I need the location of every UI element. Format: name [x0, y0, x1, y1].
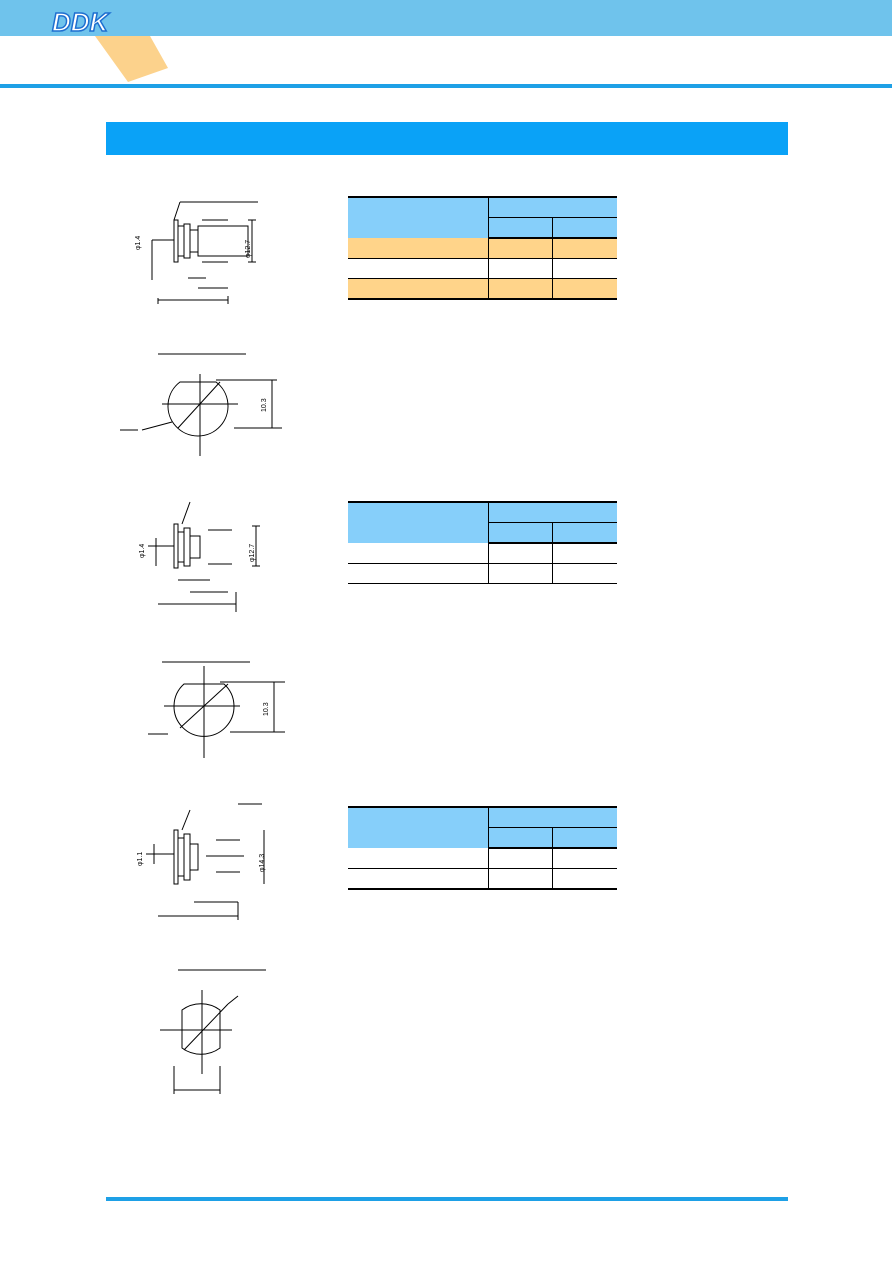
header-band — [0, 0, 892, 36]
logo-wedge — [95, 36, 168, 82]
front-view-drawing-1: 10.3 — [112, 352, 287, 462]
table-header-cell — [487, 196, 617, 218]
front-view-drawing-2: 10.3 — [140, 658, 290, 763]
section-title-bar — [106, 122, 788, 155]
table-row — [348, 868, 617, 890]
spec-table-3 — [348, 806, 617, 890]
dim-label: φ14.3 — [259, 854, 266, 872]
table-row — [348, 258, 617, 279]
table-header-cell — [348, 806, 488, 848]
table-header-cell — [551, 522, 617, 544]
dim-label: 10.3 — [261, 398, 268, 412]
front-view-drawing-3 — [156, 966, 271, 1096]
table-row — [348, 543, 617, 564]
table-header-cell — [348, 501, 488, 543]
side-view-drawing-1: φ1.4 φ12.7 — [128, 190, 268, 310]
table-header-cell — [348, 196, 488, 238]
dim-label: φ12.7 — [245, 240, 252, 258]
table-header-cell — [487, 217, 552, 239]
table-header-cell — [487, 522, 552, 544]
table-header-cell — [551, 217, 617, 239]
table-row — [348, 563, 617, 584]
table-header-cell — [551, 827, 617, 849]
table-row — [348, 238, 617, 259]
header-divider — [0, 84, 892, 88]
table-row — [348, 848, 617, 869]
dim-label: φ1.4 — [135, 236, 142, 250]
table-header-cell — [487, 806, 617, 828]
table-header-cell — [487, 501, 617, 523]
side-view-drawing-3: φ1.1 φ14.3 — [128, 800, 268, 925]
dim-label: φ1.1 — [137, 852, 144, 866]
spec-table-2 — [348, 501, 617, 584]
spec-table-1 — [348, 196, 617, 300]
logo-text: DDK — [52, 7, 111, 36]
table-header-cell — [487, 827, 552, 849]
side-view-drawing-2: φ1.4 φ12.7 — [128, 496, 268, 616]
dim-label: φ1.4 — [139, 544, 146, 558]
table-row — [348, 278, 617, 300]
footer-divider — [106, 1197, 788, 1201]
ddk-logo: DDK — [50, 6, 160, 38]
dim-label: φ12.7 — [249, 544, 256, 562]
dim-label: 10.3 — [263, 702, 270, 716]
